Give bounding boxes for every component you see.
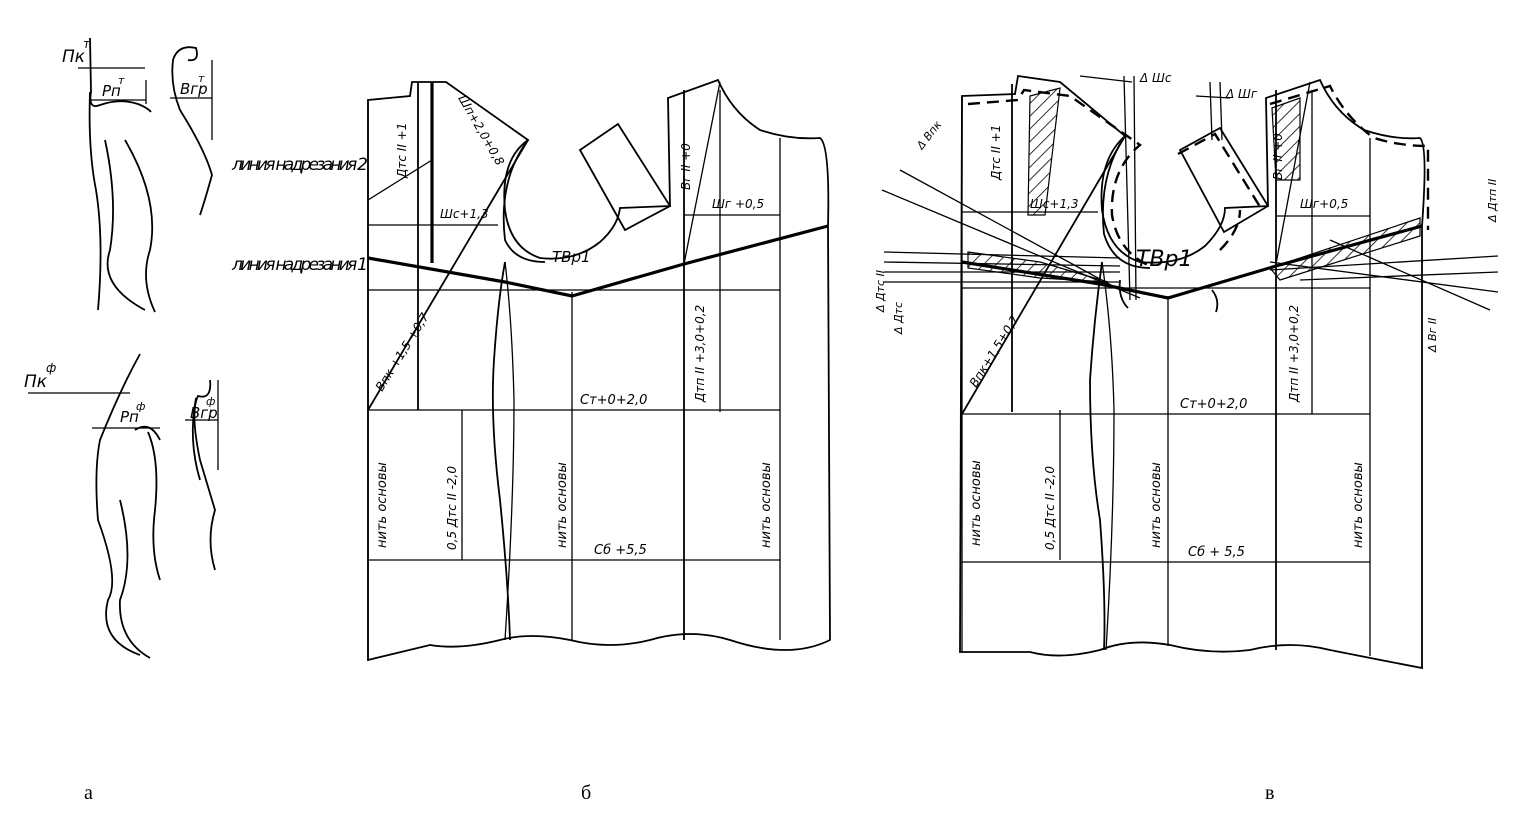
- label-b-dtc: Дтс II +1: [395, 123, 409, 179]
- caption-a: а: [84, 782, 93, 804]
- label-b-shg: Шг +0,5: [712, 197, 764, 211]
- pattern-b-outline: [367, 78, 831, 662]
- label-b-grain-2: нить основы: [555, 462, 570, 548]
- label-b-vg: Вг II +0: [679, 143, 693, 190]
- label-cut-line-2: линия надрезания 2: [231, 155, 368, 175]
- label-pp-f-sup: ф: [136, 400, 145, 413]
- label-pk-f: Пк: [24, 372, 48, 392]
- label-vgr-t-sup: т: [198, 72, 205, 85]
- pattern-c-outline: [959, 74, 1426, 670]
- label-c-tvr: ТВр1: [1136, 247, 1193, 272]
- label-c-grain-3: нить основы: [1351, 462, 1366, 548]
- figure-back: [78, 37, 213, 313]
- label-c-dtc: Дтс II +1: [989, 125, 1003, 181]
- label-c-d-vpk: Δ Впк: [914, 118, 945, 153]
- label-c-grain-1: нить основы: [969, 460, 984, 546]
- label-c-d-dtc2: Δ Дтс: [892, 302, 905, 335]
- panel-c-pattern: [881, 74, 1499, 670]
- label-b-vpk: Впк +1,5 +0,7: [373, 310, 432, 393]
- label-c-vg: Вг II +0: [1271, 133, 1285, 180]
- label-c-d-shs: Δ Шс: [1139, 71, 1172, 85]
- caption-c: в: [1265, 782, 1275, 804]
- label-c-grain-2: нить основы: [1149, 462, 1164, 548]
- label-pk-t: Пк: [62, 47, 86, 67]
- panel-a-figures: Пк т Рп т Вгр т Пк ф Рп ф Вгр ф: [24, 37, 219, 659]
- figure-front: [28, 353, 219, 659]
- pattern-c-modified-outline: [967, 84, 1430, 268]
- label-pk-t-sup: т: [83, 37, 91, 51]
- label-c-d-dtp: Δ Дтп II: [1486, 179, 1499, 223]
- label-c-st: Ст+0+2,0: [1180, 397, 1247, 412]
- label-vgr-t: Вгр: [180, 80, 208, 98]
- label-b-sb: Сб +5,5: [594, 543, 647, 558]
- label-pk-f-sup: ф: [46, 361, 56, 375]
- label-b-half-dtc: 0,5 Дтс II -2,0: [445, 466, 459, 550]
- label-b-st: Ст+0+2,0: [580, 393, 647, 408]
- front-dart-piece: [578, 122, 672, 232]
- label-cut-line-1: линия надрезания 1: [231, 255, 368, 275]
- caption-b: б: [581, 782, 592, 804]
- label-b-shs: Шс+1,3: [440, 207, 489, 221]
- label-c-sb: Сб + 5,5: [1188, 545, 1245, 560]
- label-b-grain-1: нить основы: [375, 462, 390, 548]
- label-c-half-dtc: 0,5 Дтс II -2,0: [1043, 466, 1057, 550]
- label-c-d-shg: Δ Шг: [1225, 87, 1258, 101]
- label-b-grain-3: нить основы: [759, 462, 774, 548]
- label-c-shg: Шг+0,5: [1300, 197, 1348, 211]
- label-b-tvr: ТВр1: [552, 248, 591, 266]
- label-c-dtp: Дтп II +3,0+0,2: [1287, 305, 1301, 403]
- back-armhole: [502, 139, 546, 263]
- label-b-dtp: Дтп II +3,0+0,2: [693, 305, 707, 403]
- label-vgr-f: Вгр: [190, 404, 218, 422]
- label-c-d-dtc: Δ Дтс II: [874, 270, 887, 313]
- panel-b-pattern: [367, 78, 831, 662]
- label-c-shs: Шс+1,3: [1030, 197, 1079, 211]
- label-c-vpk: Впк+1,5+0,7: [967, 313, 1022, 390]
- label-b-shp: Шп+2,0+0,8: [455, 93, 507, 169]
- label-c-d-vg: Δ Вг II: [1426, 318, 1439, 353]
- label-pp-t-sup: т: [118, 74, 125, 87]
- label-pp-t: Рп: [102, 82, 121, 100]
- cut-line-1: [367, 224, 829, 298]
- label-vgr-f-sup: ф: [206, 395, 215, 408]
- label-pp-f: Рп: [120, 408, 139, 426]
